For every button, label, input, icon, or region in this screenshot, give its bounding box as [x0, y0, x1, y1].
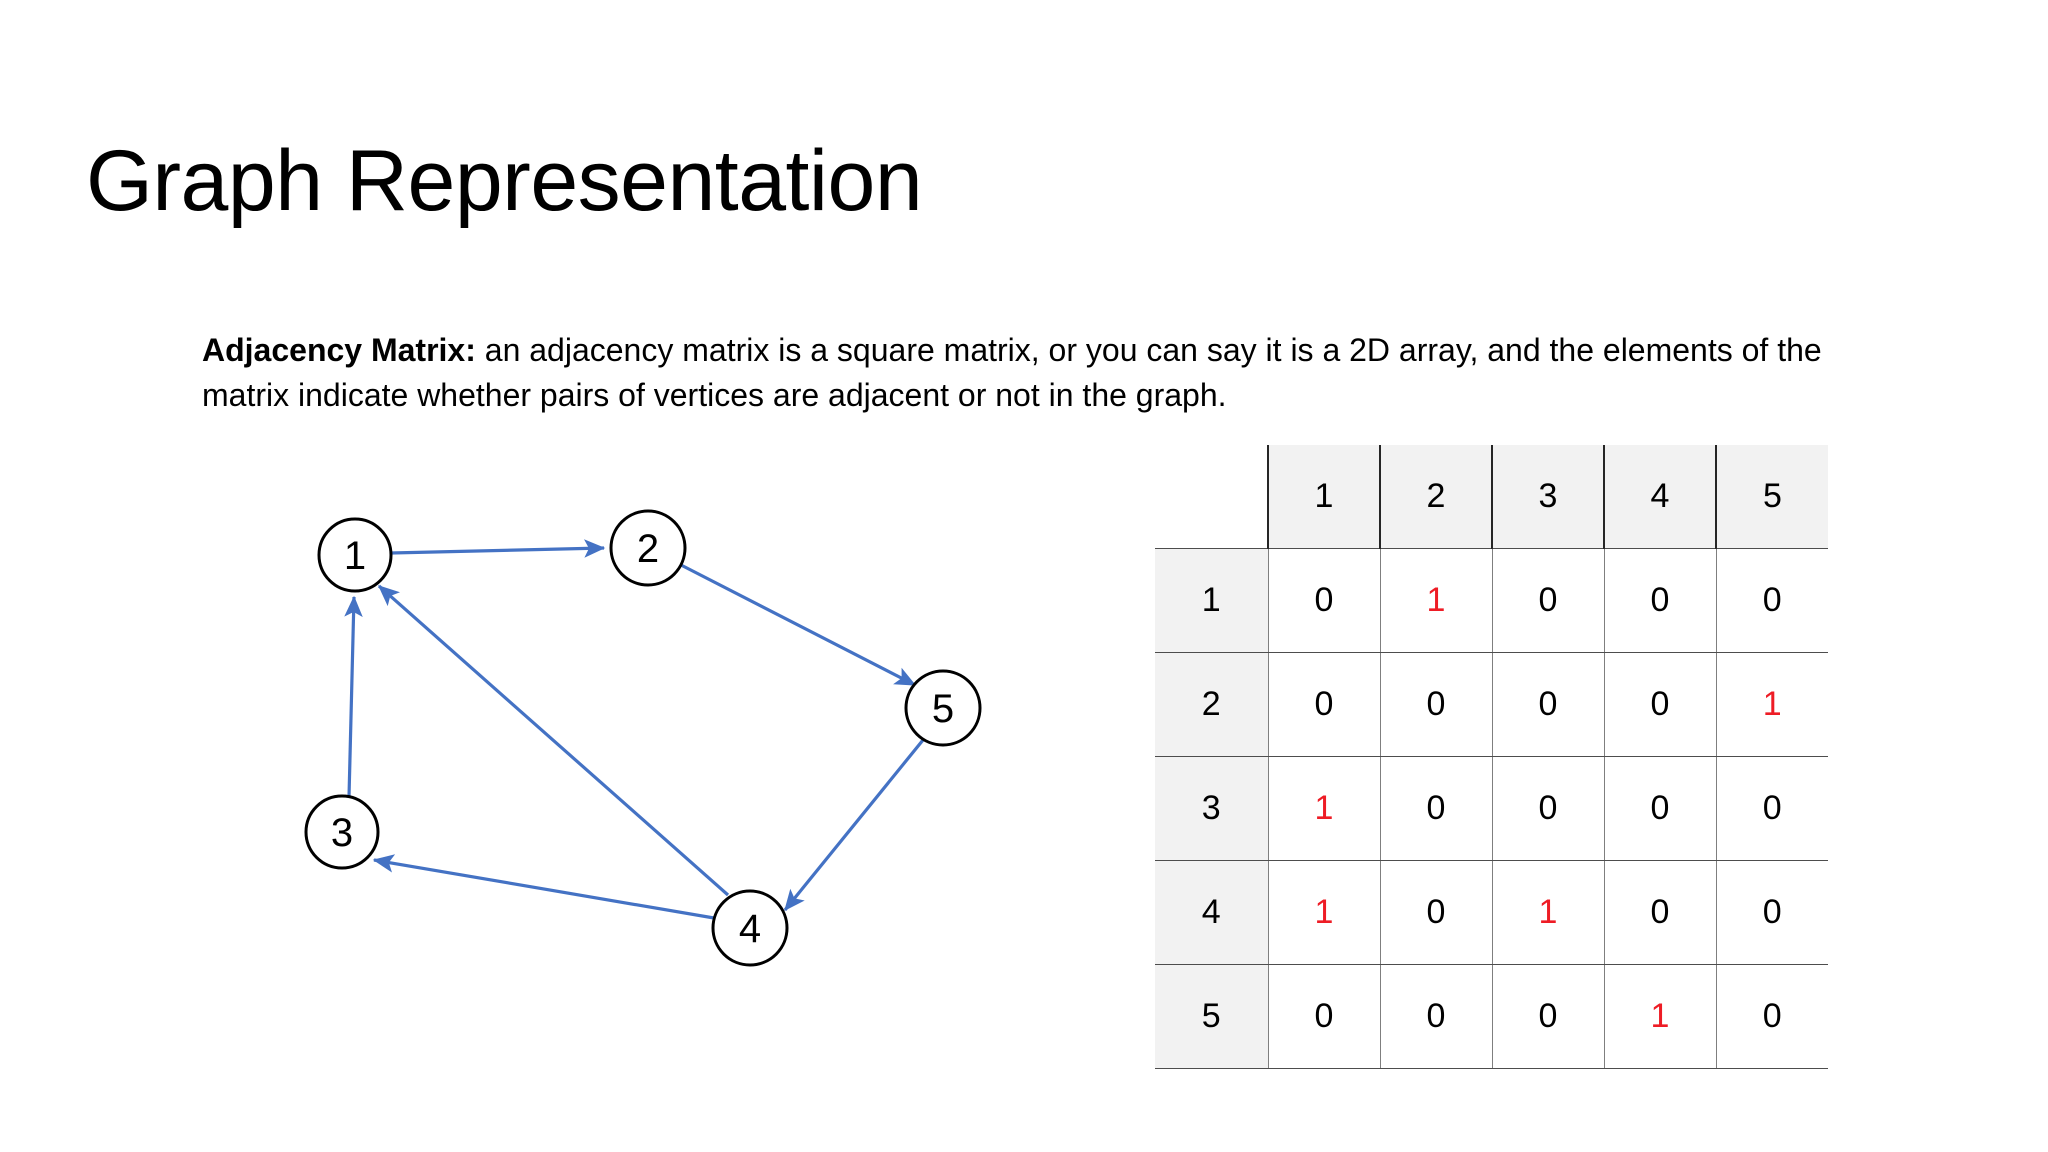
directed-graph-diagram: 1 2 3 4 5	[250, 440, 1050, 1040]
matrix-col-header-4: 4	[1603, 445, 1717, 549]
graph-edge-4-to-1	[377, 584, 730, 897]
matrix-row-header-1: 1	[1155, 548, 1269, 653]
node-circle-3	[304, 794, 380, 870]
node-circle-5	[904, 669, 982, 747]
matrix-col-header-5: 5	[1715, 445, 1828, 549]
node-label-5: 5	[932, 687, 954, 731]
matrix-cell-2-5: 1	[1716, 652, 1828, 757]
matrix-cell-3-4: 0	[1604, 756, 1717, 861]
table-row: 4 1 0 1 0 0	[1155, 860, 1828, 965]
graph-edge-1-to-2	[390, 539, 606, 558]
matrix-cell-3-1: 1	[1268, 756, 1381, 861]
matrix-cell-2-2: 0	[1380, 652, 1493, 757]
matrix-cell-1-2: 1	[1380, 548, 1493, 653]
table-row: 5 0 0 0 1 0	[1155, 964, 1828, 1069]
matrix-cell-3-3: 0	[1492, 756, 1605, 861]
matrix-cell-4-3: 1	[1492, 860, 1605, 965]
table-row: 3 1 0 0 0 0	[1155, 756, 1828, 861]
matrix-row-header-2: 2	[1155, 652, 1269, 757]
matrix-cell-3-5: 0	[1716, 756, 1828, 861]
matrix-cell-2-4: 0	[1604, 652, 1717, 757]
node-label-2: 2	[637, 527, 659, 571]
matrix-cell-4-1: 1	[1268, 860, 1381, 965]
matrix-row-header-3: 3	[1155, 756, 1269, 861]
graph-edge-3-to-1	[344, 595, 363, 798]
graph-node-4[interactable]: 4	[711, 889, 789, 967]
matrix-cell-1-1: 0	[1268, 548, 1381, 653]
graph-node-1[interactable]: 1	[317, 517, 393, 593]
matrix-col-header-1: 1	[1267, 445, 1381, 549]
matrix-cell-5-2: 0	[1380, 964, 1493, 1069]
matrix-col-header-2: 2	[1379, 445, 1493, 549]
node-circle-1	[317, 517, 393, 593]
page-title: Graph Representation	[86, 132, 923, 229]
matrix-cell-2-1: 0	[1268, 652, 1381, 757]
graph-node-3[interactable]: 3	[304, 794, 380, 870]
matrix-row-header-5: 5	[1155, 964, 1269, 1069]
matrix-cell-3-2: 0	[1380, 756, 1493, 861]
matrix-cell-4-2: 0	[1380, 860, 1493, 965]
matrix-cell-2-3: 0	[1492, 652, 1605, 757]
matrix-cell-1-3: 0	[1492, 548, 1605, 653]
graph-edge-2-to-5	[680, 563, 917, 687]
matrix-cell-1-4: 0	[1604, 548, 1717, 653]
graph-edge-4-to-3	[372, 854, 715, 920]
matrix-cell-1-5: 0	[1716, 548, 1828, 653]
matrix-cell-4-5: 0	[1716, 860, 1828, 965]
matrix-cell-5-4: 1	[1604, 964, 1717, 1069]
table-row: 2 0 0 0 0 1	[1155, 652, 1828, 757]
graph-edge-5-to-4	[783, 738, 925, 912]
matrix-cell-5-5: 0	[1716, 964, 1828, 1069]
body-paragraph: Adjacency Matrix: an adjacency matrix is…	[202, 328, 1902, 419]
matrix-cell-5-1: 0	[1268, 964, 1381, 1069]
matrix-col-header-3: 3	[1491, 445, 1605, 549]
node-label-4: 4	[739, 907, 761, 951]
graph-svg: 1 2 3 4 5	[304, 509, 982, 967]
matrix-row-header-4: 4	[1155, 860, 1269, 965]
matrix-cell-4-4: 0	[1604, 860, 1717, 965]
node-label-1: 1	[344, 534, 366, 578]
matrix-corner-cell	[1155, 445, 1269, 549]
body-lead-label: Adjacency Matrix:	[202, 332, 476, 368]
graph-node-5[interactable]: 5	[904, 669, 982, 747]
matrix-header-row: 1 2 3 4 5	[1155, 445, 1828, 549]
node-circle-4	[711, 889, 789, 967]
adjacency-matrix-table: 1 2 3 4 5 1 0 1 0 0 0 2 0	[1155, 445, 1828, 1069]
adjacency-matrix-container: 1 2 3 4 5 1 0 1 0 0 0 2 0	[1155, 445, 1828, 1069]
node-label-3: 3	[331, 811, 353, 855]
matrix-cell-5-3: 0	[1492, 964, 1605, 1069]
node-circle-2	[609, 509, 687, 587]
graph-node-2[interactable]: 2	[609, 509, 687, 587]
table-row: 1 0 1 0 0 0	[1155, 548, 1828, 653]
body-rest-text: an adjacency matrix is a square matrix, …	[202, 332, 1822, 414]
